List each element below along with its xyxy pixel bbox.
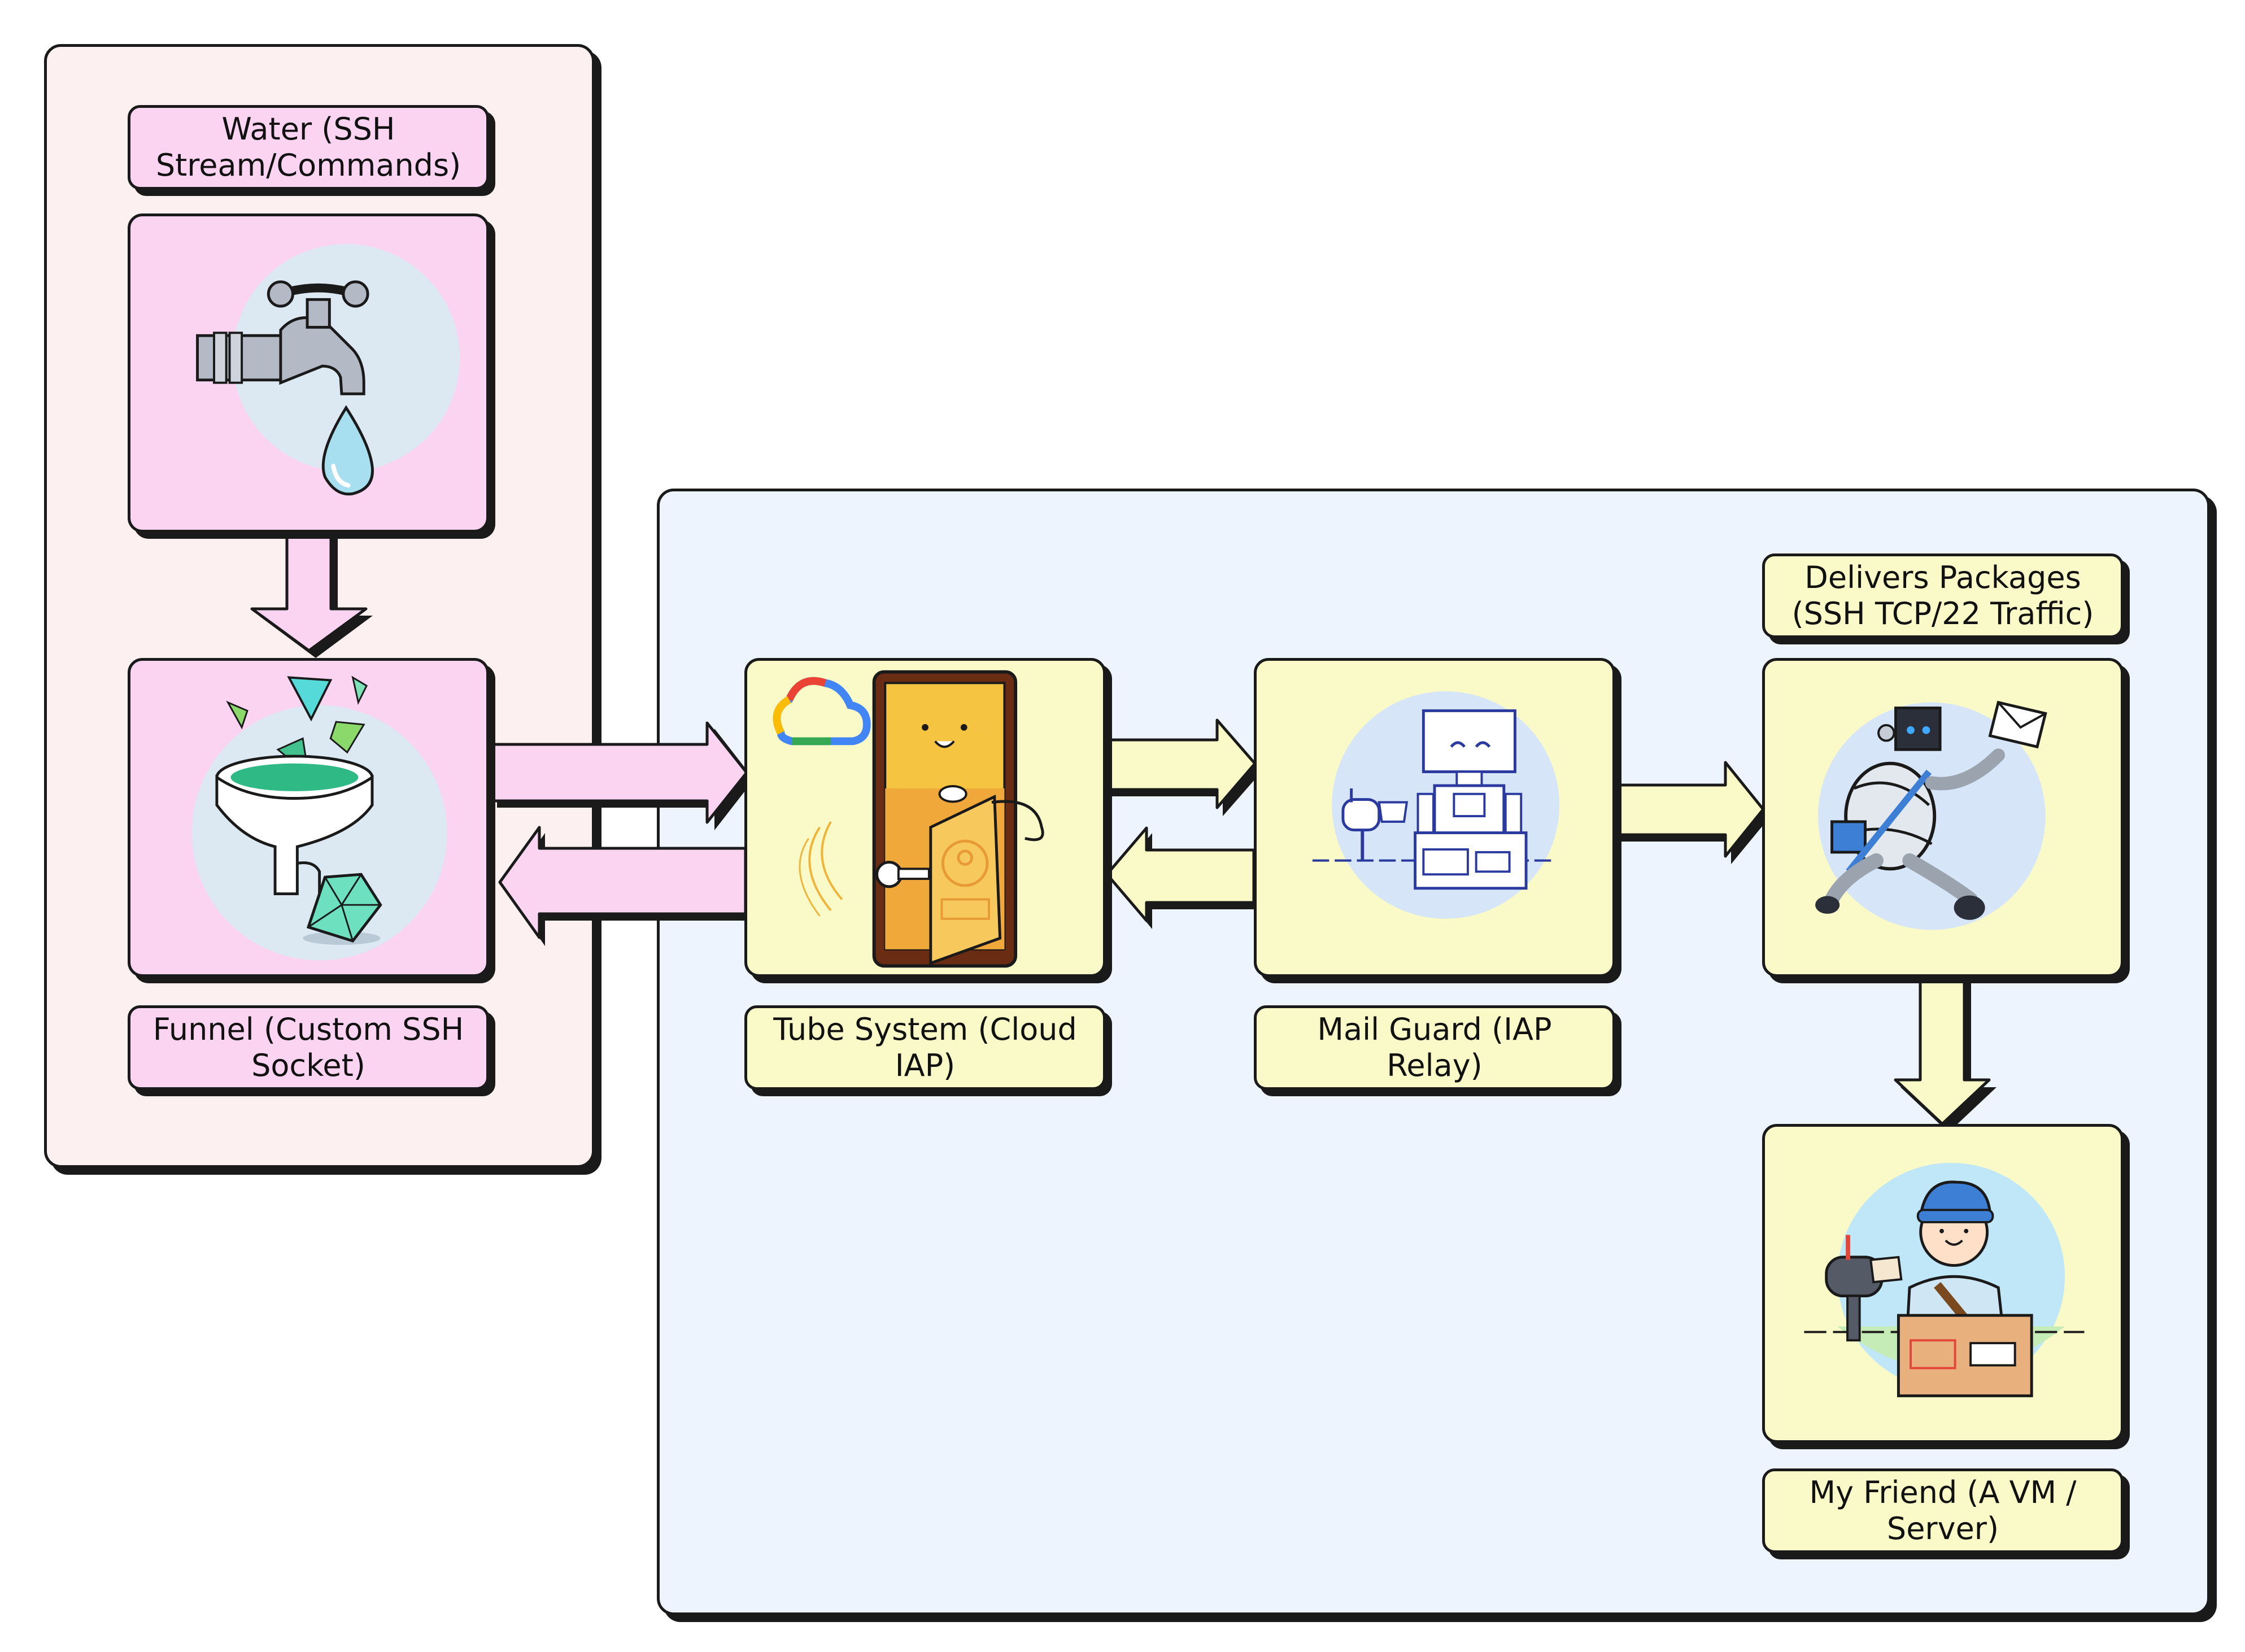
- funnel-box: [128, 658, 489, 977]
- delivers-packages-box: [1762, 658, 2124, 977]
- my-friend-label-text: My Friend (A VM / Server): [1809, 1475, 2077, 1546]
- tube-system-box: [744, 658, 1106, 977]
- tube-system-label: Tube System (Cloud IAP): [744, 1005, 1106, 1090]
- delivers-packages-label: Delivers Packages (SSH TCP/22 Traffic): [1762, 553, 2124, 638]
- tube-system-label-text: Tube System (Cloud IAP): [773, 1012, 1077, 1083]
- water-label: Water (SSH Stream/Commands): [128, 105, 489, 190]
- funnel-label: Funnel (Custom SSH Socket): [128, 1005, 489, 1090]
- google-cloud-icon: [773, 677, 871, 746]
- mail-guard-box: [1254, 658, 1615, 977]
- client-side-panel: [44, 44, 595, 1168]
- phone-door-icon: [773, 670, 1044, 968]
- my-friend-label: My Friend (A VM / Server): [1762, 1468, 2124, 1553]
- delivers-packages-label-text: Delivers Packages (SSH TCP/22 Traffic): [1791, 560, 2094, 631]
- mail-guard-label: Mail Guard (IAP Relay): [1254, 1005, 1615, 1090]
- mail-carrier-icon: [1804, 1162, 2085, 1397]
- my-friend-box: [1762, 1124, 2124, 1443]
- funnel-gems-icon: [191, 675, 447, 961]
- funnel-label-text: Funnel (Custom SSH Socket): [152, 1012, 464, 1083]
- water-label-text: Water (SSH Stream/Commands): [155, 111, 461, 183]
- robot-courier-icon: [1815, 700, 2047, 930]
- faucet-icon: [196, 244, 460, 496]
- robot-mailbox-icon: [1312, 691, 1560, 919]
- water-box: [128, 213, 489, 533]
- mail-guard-label-text: Mail Guard (IAP Relay): [1317, 1012, 1552, 1083]
